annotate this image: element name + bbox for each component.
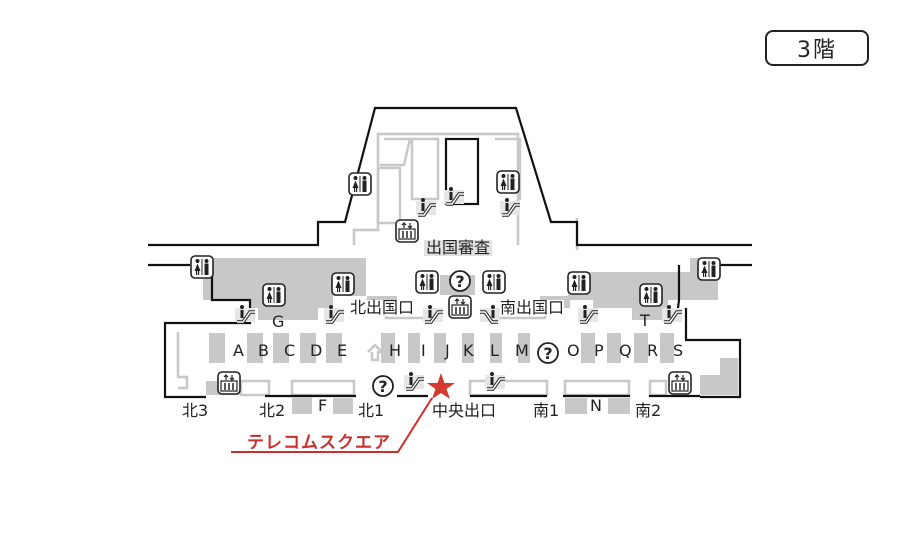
gate-E: E [337,341,348,360]
restroom-icon [697,257,721,281]
restroom-icon [482,270,506,294]
entrance-north2: 北2 [259,401,286,420]
gate-A: A [233,341,244,360]
gate-G: G [272,312,285,331]
entrance-south2: 南2 [635,401,662,420]
gate-N: N [590,396,602,415]
south-departure-gate-label: 南出国口 [500,298,565,317]
escalator-icon [483,370,507,391]
information-icon [449,270,471,292]
restroom-icon [190,255,214,279]
restroom-icon [331,272,355,296]
gate-T: T [640,311,650,330]
gate-R: R [647,341,659,360]
entrance-north3: 北3 [182,401,209,420]
elevator-icon [668,371,692,395]
central-exit-label: 中央出口 [432,401,497,420]
escalator-icon [402,370,426,391]
leader-line [231,397,433,453]
entrance-south1: 南1 [533,401,560,420]
entrance-north1: 北1 [358,401,385,420]
gate-P: P [594,341,604,360]
gate-F: F [318,396,328,415]
escalator-down-icon [478,303,502,324]
elevator-icon [448,295,472,319]
gate-D: D [310,341,323,360]
telecom-square-label: テレコムスクエア [247,433,391,453]
gate-I: I [421,341,426,360]
elevator-icon [395,219,419,243]
north-departure-gate-label: 北出国口 [350,298,415,317]
departure-inspection-label: 出国審査 [424,238,493,257]
escalator-icon [414,196,438,217]
gate-L: L [490,341,499,360]
gate-O: O [567,341,580,360]
gate-Q: Q [619,341,632,360]
gate-K: K [463,341,474,360]
elevator-icon [217,371,241,395]
information-icon [537,342,559,364]
gate-B: B [258,341,269,360]
gate-M: M [515,341,529,360]
walls [148,106,752,399]
gate-S: S [673,341,684,360]
restroom-icon [348,172,372,196]
restroom-icon [567,271,591,295]
restroom-icon [496,170,520,194]
information-icon [372,375,394,397]
restroom-icon [639,283,663,307]
gate-C: C [284,341,296,360]
escalator-icon [421,303,445,324]
gate-H: H [389,341,402,360]
gate-J: J [445,341,450,360]
restroom-icon [262,283,286,307]
star-icon [427,373,455,399]
restroom-icon [415,270,439,294]
floor-label: 3階 [765,30,869,66]
